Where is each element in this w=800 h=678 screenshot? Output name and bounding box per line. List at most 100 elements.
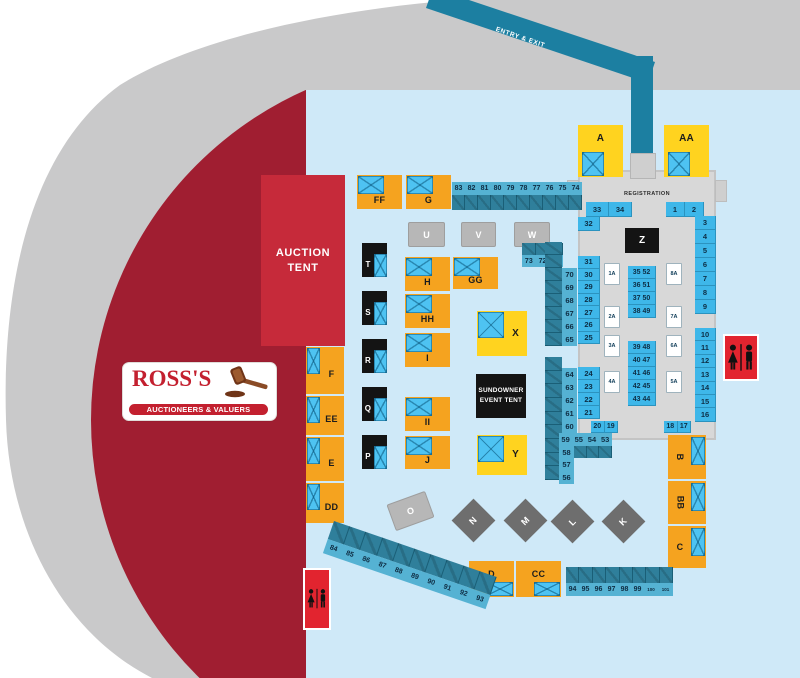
stall-number: 72: [538, 257, 547, 265]
stall-cell: [545, 425, 562, 440]
registration-table: 4A: [604, 371, 620, 393]
stall-cell: [517, 195, 530, 210]
booth-label: Q: [364, 404, 372, 413]
registration-stall-number: 31: [578, 256, 600, 269]
booth-HH: HH: [405, 294, 450, 328]
booth-P: P: [362, 435, 387, 469]
auction-tent-label-line1: AUCTION: [275, 246, 331, 259]
stall-number: 83: [454, 185, 463, 192]
registration-stall-number: 23: [578, 380, 600, 393]
stall-number: 70: [565, 270, 574, 279]
stall-cross-icon: [307, 348, 320, 374]
stall-cell: [545, 281, 562, 294]
stall-cell: [659, 567, 673, 583]
stall-number: 95: [581, 586, 590, 593]
registration-stall-number: 3: [695, 216, 716, 230]
stall-number: 82: [467, 185, 476, 192]
gavel-icon: [225, 366, 268, 398]
registration-stall-number: 4: [695, 230, 716, 244]
entry-path: [426, 0, 655, 83]
registration-stall-number: 12: [695, 354, 716, 369]
stall-number: 58: [562, 447, 571, 457]
booth-shape: [362, 291, 387, 302]
stall-number: 53: [600, 435, 610, 444]
rosss-logo: ROSS'S AUCTIONEERS & VALUERS: [122, 362, 277, 421]
registration-stall-number: 33: [586, 202, 609, 217]
registration-stall-number: 2: [685, 202, 704, 217]
booth-label: II: [424, 417, 431, 427]
registration-stall-number: 18: [664, 421, 678, 433]
registration-stall-number: 36 51: [628, 279, 656, 292]
auction-tent-label-line2: TENT: [287, 261, 319, 274]
registration-stall-number: 19: [604, 421, 618, 433]
stall-cross-icon: [534, 582, 560, 596]
booth-GG: GG: [453, 257, 498, 289]
stall-cell: [530, 195, 543, 210]
registration-stall-number: 25: [578, 331, 600, 345]
stall-cell: [606, 567, 620, 583]
stall-cell: [586, 446, 600, 458]
booth-T: T: [362, 243, 387, 277]
registration-stall-number: 29: [578, 281, 600, 294]
registration-wing-right: [715, 180, 727, 202]
booth-label: FF: [373, 195, 386, 205]
stall-cell: [545, 398, 562, 412]
registration-table: 3A: [604, 335, 620, 357]
booth-label: G: [424, 195, 433, 205]
stall-number: 62: [565, 396, 574, 405]
stall-number: 68: [565, 296, 574, 305]
registration-stall-number: 34: [609, 202, 632, 217]
booth-label: K: [617, 515, 629, 527]
stall-number: 63: [565, 383, 574, 392]
male-female-toilet-icon: [307, 588, 326, 609]
stall-number: 61: [565, 409, 574, 418]
booth-label: D: [488, 569, 495, 579]
booth-label: E: [328, 457, 335, 468]
registration-stall-number: 22: [578, 393, 600, 406]
stall-band-left-dark-lower: [545, 357, 562, 481]
stall-cell: [592, 567, 607, 583]
booth-label: H: [424, 277, 431, 287]
booth-AA: AA: [664, 125, 709, 177]
registration-stall-number: 21: [578, 406, 600, 419]
booth-BB: BB: [668, 481, 706, 524]
booth-label: M: [518, 513, 532, 527]
stall-cross-icon: [454, 258, 480, 276]
booth-label: W: [527, 229, 537, 240]
booth-label: DD: [324, 501, 339, 512]
registration-stall-number: 14: [695, 381, 716, 395]
booth-R: R: [362, 339, 387, 373]
stall-cross-icon: [307, 484, 320, 510]
booth-J: J: [405, 436, 450, 469]
registration-stall-number: 10: [695, 328, 716, 342]
stall-cell: [504, 195, 517, 210]
registration-table: 5A: [666, 371, 682, 393]
booth-label: U: [423, 229, 430, 240]
stall-cross-icon: [691, 528, 705, 556]
booth-FF: FF: [357, 175, 402, 209]
registration-stall-number: 11: [695, 341, 716, 355]
booth-label: P: [365, 452, 371, 461]
stall-cross-icon: [307, 397, 320, 423]
stall-band-58-dark: [574, 446, 613, 458]
registration-stall-number: 30: [578, 268, 600, 282]
stall-cell: [545, 370, 562, 385]
stall-cell: [545, 384, 562, 399]
stall-cell: [619, 567, 633, 583]
booth-label: R: [365, 356, 371, 365]
entry-path-vertical: [631, 56, 653, 156]
booth-CC: CC: [516, 561, 561, 597]
registration-stall-number: 41 46: [628, 367, 656, 380]
stall-cell: [632, 567, 647, 583]
registration-stall-number: 20: [591, 421, 605, 433]
booth-shape: [362, 435, 387, 446]
stall-number: 100: [647, 587, 655, 592]
booth-shape: [362, 243, 387, 254]
stall-band-bottom-dark: [566, 567, 673, 583]
booth-label: L: [566, 515, 578, 527]
